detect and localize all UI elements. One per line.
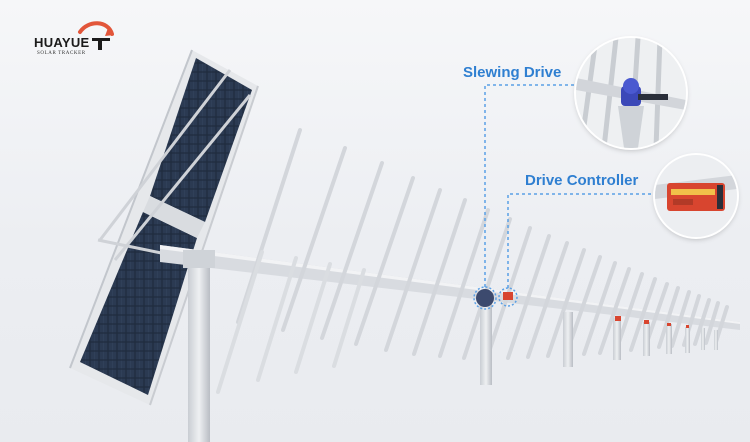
drive-controller-marker — [498, 287, 518, 307]
drive-controller-closeup-icon — [655, 155, 737, 237]
huayue-logo: HUAYUE SOLAR TRACKER — [22, 18, 122, 62]
lower-rails — [216, 250, 366, 394]
logo-tagline: SOLAR TRACKER — [37, 51, 86, 56]
logo-swoosh-icon — [78, 21, 114, 50]
slewing-drive-label: Slewing Drive — [463, 64, 562, 81]
distant-drives — [615, 316, 689, 328]
support-posts — [183, 250, 718, 442]
drive-controller-label: Drive Controller — [525, 172, 639, 189]
slewing-drive-closeup-icon — [576, 38, 686, 148]
callout-lines — [484, 84, 654, 288]
slewing-drive-marker — [473, 286, 497, 310]
module-rails — [236, 128, 729, 360]
logo-brand-text: HUAYUE — [34, 35, 90, 50]
